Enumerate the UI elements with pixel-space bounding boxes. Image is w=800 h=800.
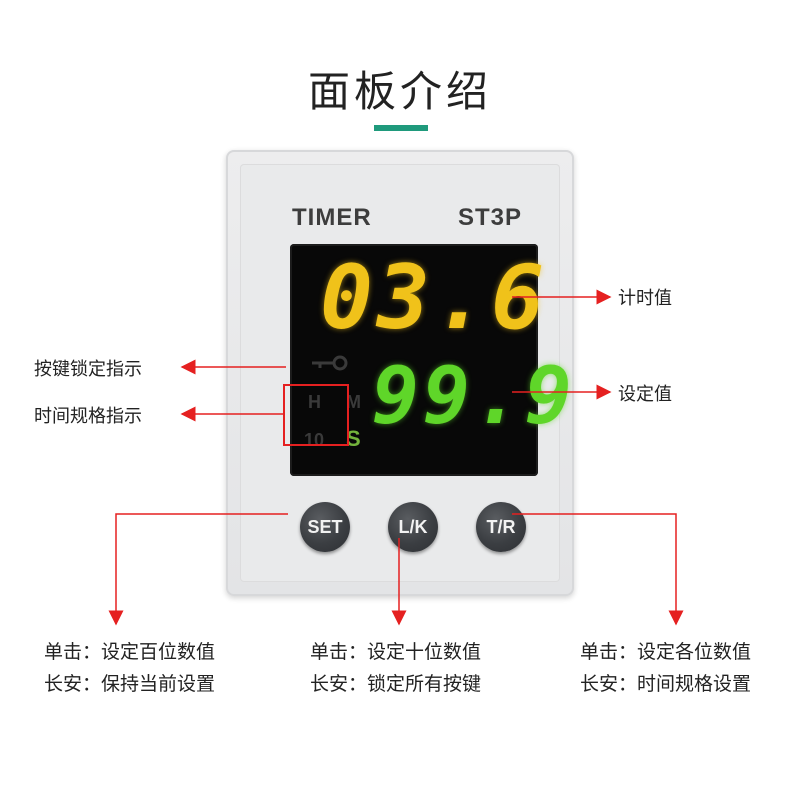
display-screen: 03.6 H M 10 S 99.9 bbox=[290, 244, 572, 476]
timing-value-label: 计时值 bbox=[618, 288, 672, 309]
time-spec-label: 时间规格指示 bbox=[34, 406, 142, 427]
unit-minute: M bbox=[346, 392, 361, 412]
tr-hold-desc: 长安：时间规格设置 bbox=[580, 673, 752, 695]
brand-label: TIMER bbox=[292, 204, 372, 231]
unit-second: S bbox=[346, 426, 361, 451]
set-button-desc: 单击：设定百位数值 长安：保持当前设置 bbox=[44, 636, 215, 700]
unit-hour: H bbox=[308, 392, 321, 412]
set-hold-desc: 长安：保持当前设置 bbox=[44, 673, 216, 695]
time-range-button[interactable]: T/R bbox=[476, 502, 526, 552]
set-value-label: 设定值 bbox=[618, 384, 672, 405]
key-lock-label: 按键锁定指示 bbox=[34, 359, 142, 380]
page-title: 面板介绍 bbox=[307, 67, 492, 116]
time-range-button-desc: 单击：设定各位数值 长安：时间规格设置 bbox=[580, 636, 751, 700]
model-label: ST3P bbox=[458, 204, 523, 231]
timer-device: TIMER ST3P 03.6 H M 10 S 99.9 SET L/K T/… bbox=[226, 150, 574, 596]
tr-click-desc: 单击：设定各位数值 bbox=[580, 641, 752, 663]
lock-button[interactable]: L/K bbox=[388, 502, 438, 552]
key-lock-icon bbox=[312, 355, 348, 371]
lock-click-desc: 单击：设定十位数值 bbox=[310, 641, 482, 663]
time-range-button-arrow bbox=[512, 513, 684, 626]
title-underline bbox=[374, 125, 428, 131]
timing-value-display: 03.6 bbox=[320, 246, 548, 349]
device-face: TIMER ST3P 03.6 H M 10 S 99.9 SET L/K T/… bbox=[240, 164, 572, 582]
set-button[interactable]: SET bbox=[300, 502, 350, 552]
time-spec-box bbox=[283, 384, 349, 446]
set-click-desc: 单击：设定百位数值 bbox=[44, 641, 216, 663]
set-button-arrow bbox=[108, 513, 288, 626]
lock-hold-desc: 长安：锁定所有按键 bbox=[310, 673, 482, 695]
set-value-display: 99.9 bbox=[372, 352, 576, 442]
lock-button-desc: 单击：设定十位数值 长安：锁定所有按键 bbox=[310, 636, 481, 700]
